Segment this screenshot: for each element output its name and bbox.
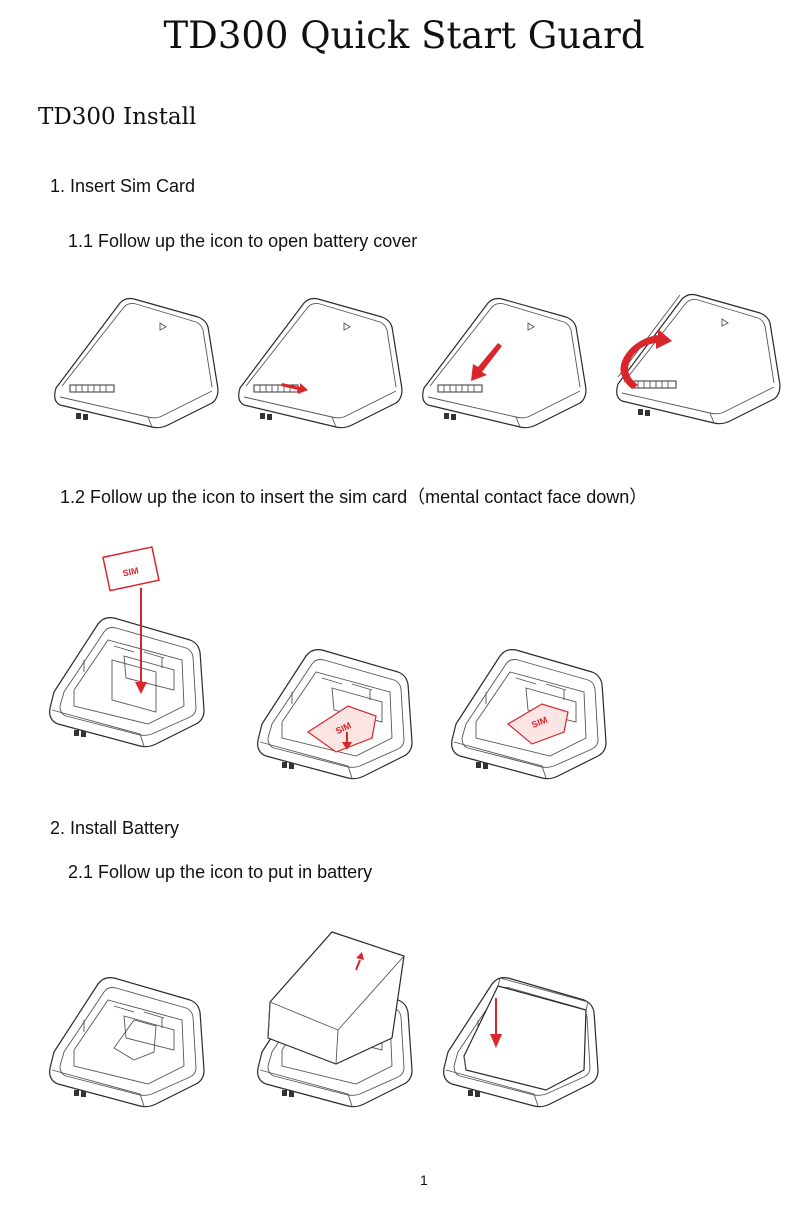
figure-row-open-cover bbox=[54, 293, 781, 429]
step-1-2-text: 1.2 Follow up the icon to insert the sim… bbox=[60, 487, 648, 507]
page-number: 1 bbox=[420, 1172, 428, 1188]
device-cover-lift bbox=[616, 293, 781, 425]
device-cover-slide bbox=[238, 297, 403, 429]
device-cover-push bbox=[422, 297, 587, 429]
figure-row-install-battery bbox=[49, 931, 599, 1108]
sim-card-label: SIM bbox=[122, 565, 140, 578]
device-battery-inserted bbox=[443, 976, 599, 1108]
device-open-sim-drop: SIM bbox=[49, 546, 205, 748]
device-open-sim-inserted: SIM bbox=[451, 648, 607, 780]
step-2-label: 2. Install Battery bbox=[50, 818, 180, 838]
section-title: TD300 Install bbox=[38, 104, 197, 130]
step-1-label: 1. Insert Sim Card bbox=[50, 176, 196, 196]
device-battery-lifted bbox=[257, 931, 413, 1108]
step-2-1-text: 2.1 Follow up the icon to put in battery bbox=[68, 862, 373, 882]
figure-row-insert-sim: SIM SIM SIM bbox=[49, 546, 607, 780]
device-open-sim-slide: SIM bbox=[257, 648, 413, 780]
device-closed bbox=[54, 297, 219, 429]
step-1-1-text: 1.1 Follow up the icon to open battery c… bbox=[68, 231, 418, 251]
device-open-no-battery bbox=[49, 976, 205, 1108]
document-title: TD300 Quick Start Guard bbox=[163, 14, 645, 57]
